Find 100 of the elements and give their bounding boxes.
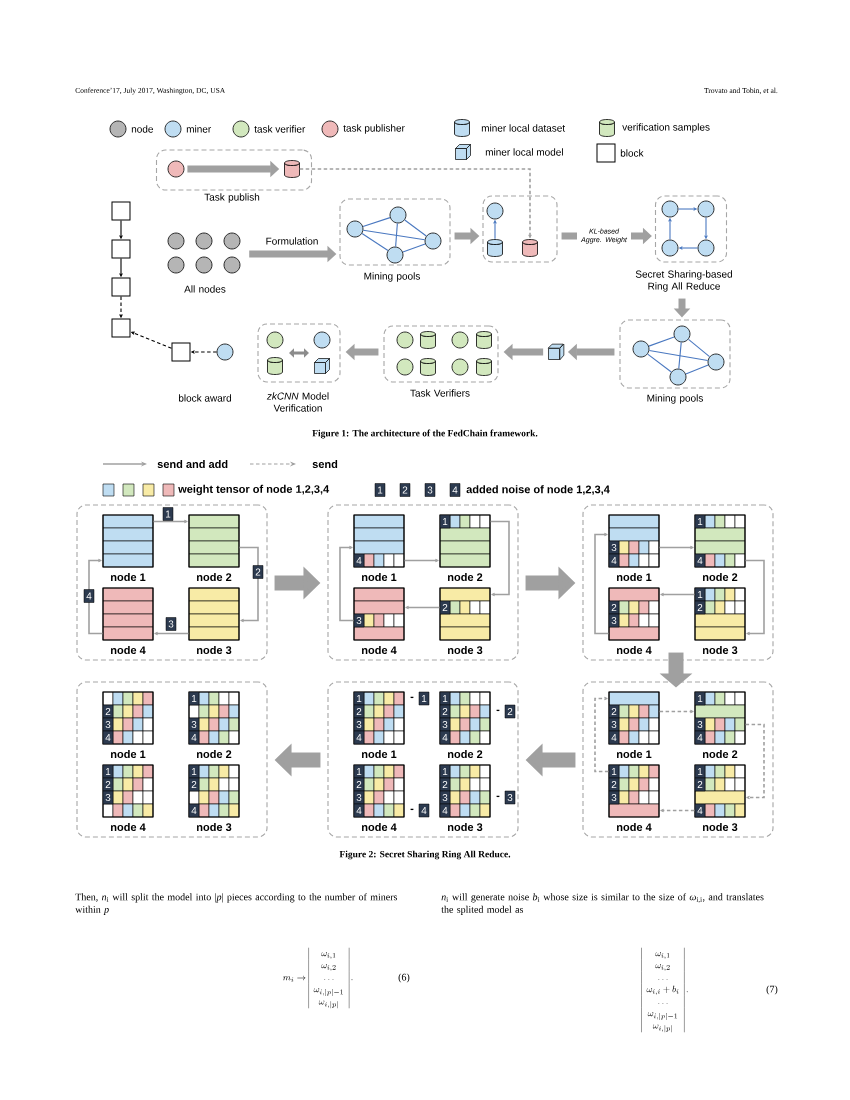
circle-icon: [707, 353, 725, 371]
noise-badge: 1: [162, 507, 174, 521]
noise-badge: 4: [608, 553, 620, 568]
circle-icon: [424, 232, 442, 250]
noise-badge: 4: [449, 483, 461, 497]
legend-label: miner local model: [485, 148, 563, 156]
noise-badge: 2: [608, 777, 620, 792]
node-label: Mining pools: [364, 272, 420, 282]
connector-line: [404, 219, 427, 237]
group-frame: Secret Sharing-based Ring All Reduce: [635, 195, 732, 292]
node-label: node 1: [111, 749, 146, 759]
arrow: [489, 520, 510, 597]
figure-caption: Figure 2: Secret Sharing Ring All Reduce.: [339, 850, 511, 860]
noise-badge: 3: [608, 790, 620, 805]
noise-badge: 3: [608, 717, 620, 732]
node-label: node 3: [197, 645, 232, 655]
noise-badge: 1: [102, 764, 114, 779]
dashed-frame: [582, 504, 774, 661]
noise-badge: 3: [608, 613, 620, 628]
arrow: [594, 696, 610, 773]
legend-label: miner local dataset: [481, 124, 566, 132]
noise-badge: 4: [353, 730, 365, 745]
dataset-cylinder: [284, 160, 300, 178]
noise-badge: 4: [188, 730, 200, 745]
noise-badge: 3: [102, 790, 114, 805]
noise-badge: 1: [694, 514, 706, 529]
noise-badge: 2: [504, 704, 516, 719]
minus-sign: -: [496, 795, 500, 798]
dashed-frame: [482, 195, 558, 263]
noise-badge: 2: [694, 777, 706, 792]
arrow: [704, 216, 708, 239]
noise-badge: 3: [353, 613, 365, 628]
node-label: Mining pools: [647, 394, 703, 404]
node-label: node 4: [617, 645, 652, 655]
legend-label: block: [620, 149, 644, 157]
noise-badge: 4: [188, 803, 200, 818]
noise-badge: 2: [439, 777, 451, 792]
noise-badge: 4: [439, 803, 451, 818]
arrow: [298, 168, 532, 239]
circle-icon: [661, 200, 679, 218]
noise-badge: 1: [374, 483, 386, 497]
node-label: node 3: [448, 645, 483, 655]
equation-number: (7): [766, 985, 778, 995]
circle-icon: [386, 246, 404, 264]
arrow: [660, 808, 696, 813]
node-label: node 1: [617, 749, 652, 759]
noise-badge: 2: [694, 600, 706, 615]
arrow: [658, 545, 694, 550]
noise-badge: 2: [102, 704, 114, 719]
arrow: [238, 546, 259, 623]
circle-icon: [673, 325, 691, 343]
block-square: [111, 318, 131, 338]
legend-label: miner: [186, 125, 212, 133]
noise-badge: 1: [694, 764, 706, 779]
dashed-frame: [76, 681, 268, 838]
node-label: node 4: [111, 822, 146, 832]
noise-badge: 2: [608, 704, 620, 719]
circle-icon: [697, 200, 715, 218]
circle-icon: [632, 340, 650, 358]
edge-label: Formulation: [266, 237, 318, 245]
block-square: [111, 201, 131, 221]
node-group: All nodes: [184, 285, 226, 293]
node-label: node 3: [197, 822, 232, 832]
noise-badge: 2: [353, 704, 365, 719]
noise-badge: 1: [439, 764, 451, 779]
noise-badge: 1: [188, 691, 200, 706]
arrow: [154, 631, 190, 636]
noise-badge: 4: [353, 553, 365, 568]
connector-line: [361, 233, 389, 251]
arrow: [88, 558, 104, 635]
paragraph: Then, n$_{i}$ will split the model into |p| pieces according to the number of miners within p: [75, 893, 398, 915]
noise-badge: 2: [439, 704, 451, 719]
noise-badge: 3: [504, 790, 516, 805]
noise-badge: 1: [439, 691, 451, 706]
arrow: [677, 207, 697, 211]
connector-line: [647, 353, 672, 373]
node-label: node 1: [362, 572, 397, 582]
node-label: node 3: [448, 822, 483, 832]
noise-badge: 4: [694, 730, 706, 745]
noise-badge: 4: [608, 730, 620, 745]
arrow: [403, 558, 439, 563]
noise-badge: 3: [424, 483, 436, 497]
block-square: [111, 239, 131, 259]
minus-sign: -: [496, 709, 500, 712]
noise-badge: 4: [694, 553, 706, 568]
connector-line: [395, 222, 398, 248]
noise-badge: 4: [83, 589, 95, 603]
connector-line: [687, 338, 711, 358]
arrow: [679, 246, 699, 250]
node-label: Task publish: [204, 193, 260, 203]
circle-icon: [486, 202, 504, 220]
arrow: [119, 295, 123, 318]
noise-badge: 1: [694, 691, 706, 706]
arrow: [131, 331, 173, 349]
arrow: [119, 219, 123, 239]
node-label: node 1: [362, 749, 397, 759]
noise-badge: 1: [418, 691, 430, 706]
noise-badge: 2: [353, 777, 365, 792]
block-square: [111, 277, 131, 297]
minus-sign: -: [410, 696, 414, 699]
